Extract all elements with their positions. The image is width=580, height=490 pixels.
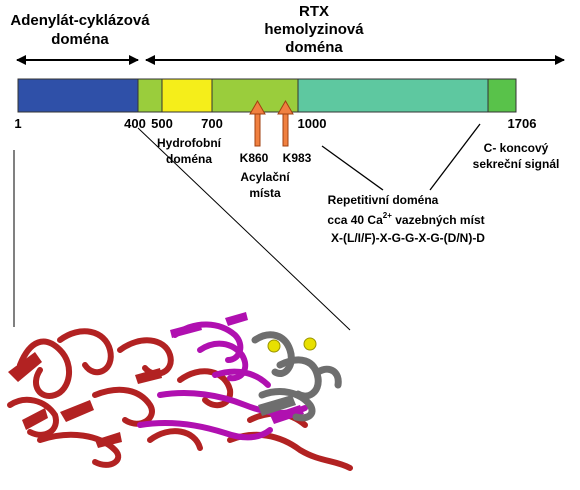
segment-repeats — [297, 78, 489, 113]
cterm-label-line1: C- koncový — [484, 141, 549, 155]
hydrophobic-label-line2: doména — [166, 152, 212, 166]
motif-label: X-(L/I/F)-X-G-G-X-G-(D/N)-D — [331, 231, 485, 245]
rtx-title-line2: hemolyzinová — [264, 21, 364, 38]
position-400: 400 — [124, 116, 146, 131]
position-1706: 1706 — [508, 116, 537, 131]
segment-secretion-signal — [487, 78, 517, 113]
adenylate-title-line2: doména — [51, 31, 109, 48]
repeats-label: Repetitivní doména — [328, 193, 439, 207]
position-1: 1 — [14, 116, 21, 131]
calcium-sphere-2 — [303, 337, 317, 351]
hydrophobic-label-line1: Hydrofobní — [157, 136, 222, 150]
cterm-label-line2: sekreční signál — [473, 157, 560, 171]
position-1000: 1000 — [298, 116, 327, 131]
k983-label: K983 — [283, 151, 312, 165]
acylation-label-line2: místa — [249, 186, 281, 200]
k860-label: K860 — [240, 151, 269, 165]
position-700: 700 — [201, 116, 223, 131]
rtx-title-line1: RTX — [299, 3, 329, 20]
calcium-label: cca 40 Ca2+ vazebných míst — [327, 211, 484, 227]
position-500: 500 — [151, 116, 173, 131]
segment-hydrophobic — [161, 78, 213, 113]
adenylate-title-line1: Adenylát-cyklázová — [10, 12, 150, 29]
zoom-line-right — [137, 127, 351, 331]
acylation-arrow-k860 — [249, 99, 266, 147]
repeats-pointer-right — [429, 123, 481, 191]
segment-linker — [137, 78, 163, 113]
calcium-sphere-1 — [267, 339, 281, 353]
repeats-pointer-left — [321, 145, 384, 191]
protein-structure-image — [7, 312, 353, 471]
acylation-arrow-k983 — [277, 99, 294, 147]
acylation-label-line1: Acylační — [240, 170, 290, 184]
rtx-title-line3: doména — [285, 39, 343, 56]
domain-bar — [17, 78, 517, 113]
segment-adenylate-cyclase — [17, 78, 139, 113]
